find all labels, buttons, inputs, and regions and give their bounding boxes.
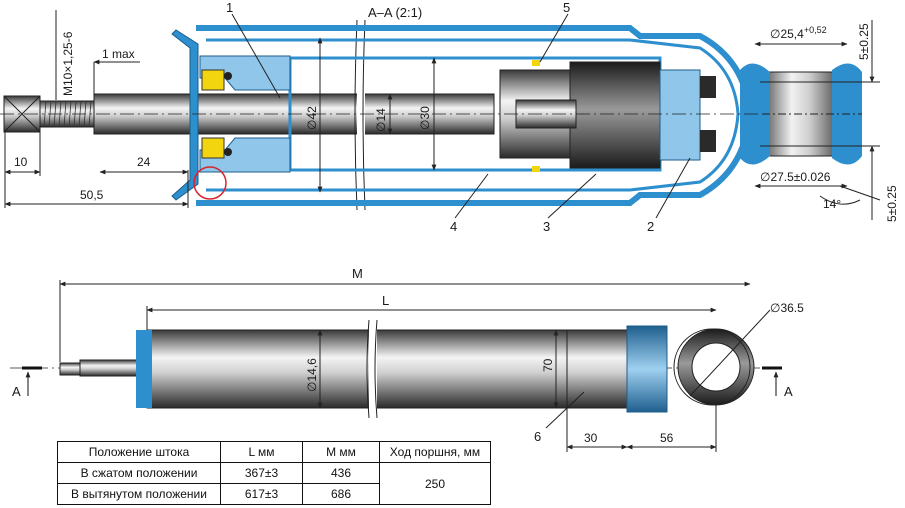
dim-56: 56 [660,431,674,445]
dim-angle: 14° [823,197,841,211]
dim-50: 50,5 [80,188,104,202]
callout-6: 6 [534,429,541,444]
row-M: 686 [302,483,380,505]
callout-3: 3 [543,219,550,234]
dim-eye-inner: ∅27.5±0.026 [760,170,831,184]
detail-circle [193,166,227,200]
overview-body [146,329,568,409]
overview-view: M L ∅14,6 70 ∅36.5 30 56 6 A A [10,266,804,452]
section-title: A–A (2:1) [368,5,422,20]
header-position: Положение штока [57,441,221,463]
row-position: В сжатом положении [57,462,221,484]
dim-body: ∅14,6 [305,358,319,392]
dim-10: 10 [14,155,28,169]
table-header-row: Положение штока L мм M мм Ход поршня, мм [57,441,491,463]
row-L: 367±3 [220,462,303,484]
callout-5: 5 [563,0,570,15]
header-M: M мм [302,441,380,463]
dim-24: 24 [137,155,151,169]
row-L: 617±3 [220,483,303,505]
table-row: В вытянутом положении 617±3 686 [57,483,491,505]
header-L: L мм [220,441,303,463]
dim-30: ∅30 [418,106,432,130]
oil-seal [201,69,225,91]
callout-2: 2 [647,219,654,234]
row-position: В вытянутом положении [57,483,221,505]
dim-rod: ∅42 [305,106,319,130]
section-view: A–A (2:1) 1 2 3 4 5 M10×1,25-6 1 max 10 … [0,0,899,234]
dim-1max: 1 max [102,47,135,61]
dim-eye-outer: ∅25,4+0,52 [770,25,827,41]
dust-cover [171,29,199,201]
dim-eye: ∅36.5 [770,301,804,315]
dim-14: ∅14 [374,108,388,132]
seal-housing [199,55,291,91]
callout-4: 4 [450,219,457,234]
header-stroke: Ход поршня, мм [379,441,491,463]
dim-offset-bottom: 5±0.25 [885,185,899,222]
dim-30-overview: 30 [584,431,598,445]
dim-70: 70 [541,358,555,372]
dim-L: L [382,293,389,308]
section-mark-left: A [12,384,21,399]
row-stroke: 250 [379,462,491,505]
table-row: В сжатом положении 367±3 436 250 [57,462,491,505]
dim-thread: M10×1,25-6 [61,31,75,96]
spec-table: Положение штока L мм M мм Ход поршня, мм… [57,441,491,505]
row-M: 436 [302,462,380,484]
dim-M: M [352,266,363,281]
callout-1: 1 [226,0,233,15]
dim-offset-top: 5±0.25 [857,23,871,60]
section-mark-right: A [784,384,793,399]
